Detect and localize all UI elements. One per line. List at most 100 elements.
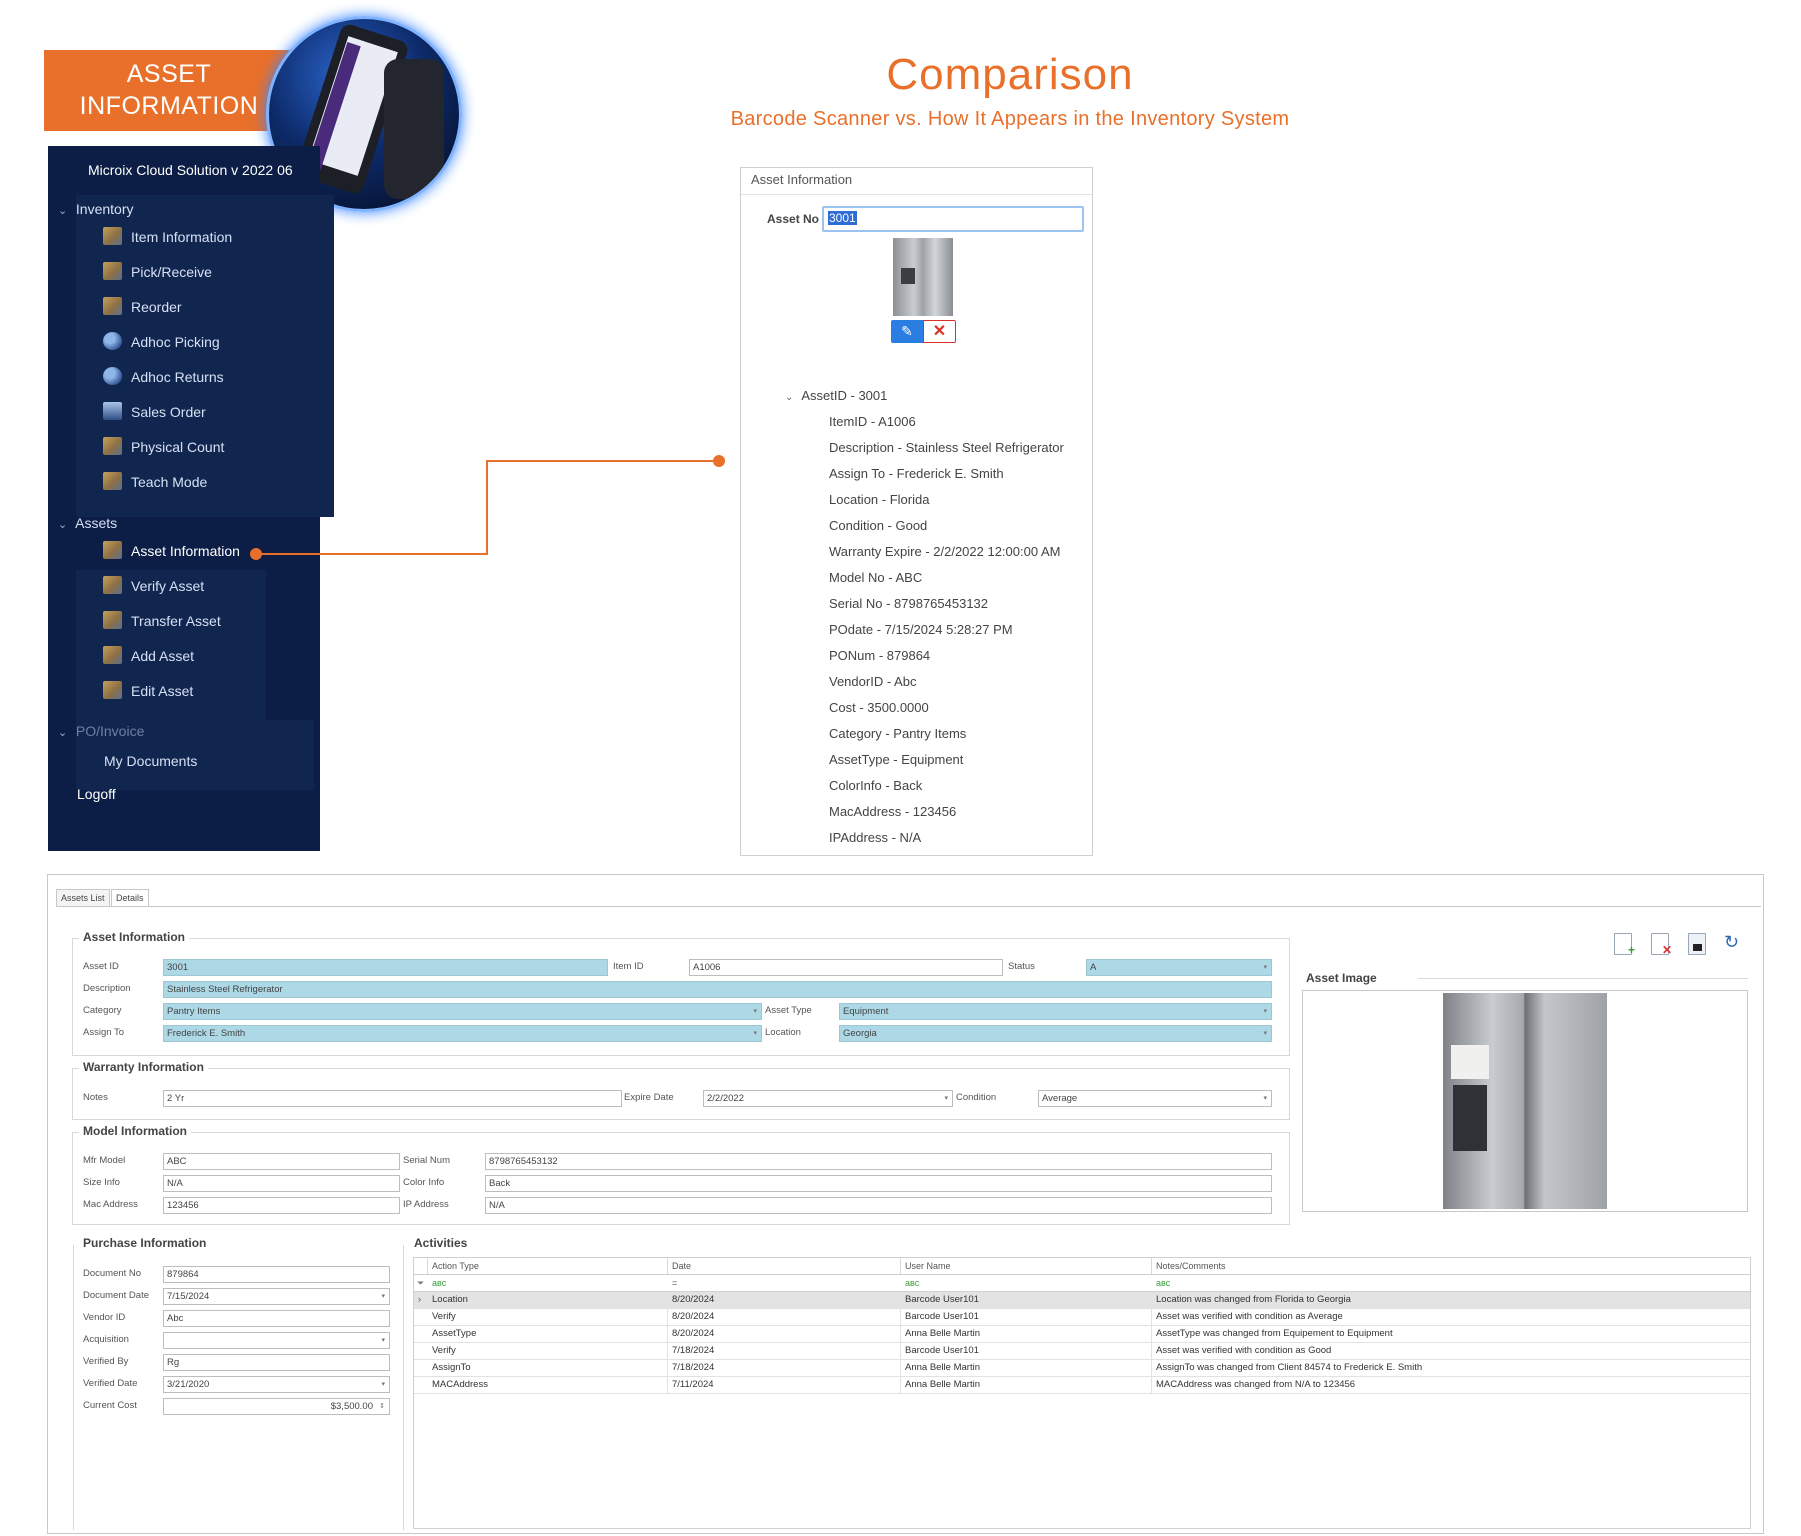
tree-root-asset-id[interactable]: ⌄AssetID - 3001 bbox=[785, 388, 887, 403]
asset-id-field[interactable]: 3001 bbox=[163, 959, 608, 976]
column-header-date[interactable]: Date bbox=[668, 1258, 901, 1275]
menu-item-verify-asset[interactable]: Verify Asset bbox=[103, 573, 204, 599]
menu-label: Add Asset bbox=[131, 648, 195, 664]
asset-information-group bbox=[72, 938, 1290, 1056]
menu-label: Reorder bbox=[131, 299, 182, 315]
menu-item-pick-receive[interactable]: Pick/Receive bbox=[103, 259, 212, 285]
location-value: Georgia bbox=[843, 1028, 877, 1039]
table-cell: Barcode User101 bbox=[901, 1309, 1152, 1326]
menu-label: Verify Asset bbox=[131, 578, 205, 594]
category-label: Category bbox=[83, 1005, 122, 1016]
refrigerator-photo bbox=[1443, 993, 1607, 1209]
warranty-information-title: Warranty Information bbox=[79, 1060, 208, 1074]
table-cell: 7/18/2024 bbox=[668, 1343, 901, 1360]
box-icon bbox=[103, 472, 122, 491]
serial-num-field[interactable]: 8798765453132 bbox=[485, 1153, 1272, 1170]
section-label: PO/Invoice bbox=[75, 723, 145, 739]
menu-item-asset-information[interactable]: Asset Information bbox=[103, 538, 240, 564]
menu-item-edit-asset[interactable]: Edit Asset bbox=[103, 678, 193, 704]
table-row[interactable]: Verify 7/18/2024 Barcode User101 Asset w… bbox=[414, 1343, 1750, 1360]
mfr-model-field[interactable]: ABC bbox=[163, 1153, 400, 1170]
acquisition-select[interactable]: ▾ bbox=[163, 1332, 390, 1349]
vendor-id-field[interactable]: Abc bbox=[163, 1310, 390, 1327]
menu-item-sales-order[interactable]: Sales Order bbox=[103, 399, 206, 425]
menu-item-adhoc-picking[interactable]: Adhoc Picking bbox=[103, 329, 220, 355]
location-select[interactable]: Georgia▾ bbox=[839, 1025, 1272, 1042]
tree-item: MacAddress - 123456 bbox=[829, 804, 957, 819]
category-select[interactable]: Pantry Items▾ bbox=[163, 1003, 762, 1020]
item-id-field[interactable]: A1006 bbox=[689, 959, 1003, 976]
assign-to-select[interactable]: Frederick E. Smith▾ bbox=[163, 1025, 762, 1042]
filter-action-type[interactable]: aʙc bbox=[428, 1275, 668, 1292]
table-row[interactable]: AssignTo 7/18/2024 Anna Belle Martin Ass… bbox=[414, 1360, 1750, 1377]
chevron-down-icon: ▾ bbox=[381, 1293, 385, 1300]
asset-no-input[interactable]: 3001 bbox=[822, 206, 1084, 232]
document-date-value: 7/15/2024 bbox=[167, 1291, 210, 1302]
table-cell: 7/18/2024 bbox=[668, 1360, 901, 1377]
table-cell: Anna Belle Martin bbox=[901, 1360, 1152, 1377]
menu-item-physical-count[interactable]: Physical Count bbox=[103, 434, 224, 460]
asset-type-select[interactable]: Equipment▾ bbox=[839, 1003, 1272, 1020]
box-icon bbox=[103, 576, 122, 595]
menu-item-add-asset[interactable]: Add Asset bbox=[103, 643, 194, 669]
menu-item-my-documents[interactable]: My Documents bbox=[104, 748, 197, 774]
tree-item: Cost - 3500.0000 bbox=[829, 700, 929, 715]
description-field[interactable]: Stainless Steel Refrigerator bbox=[163, 981, 1272, 998]
table-row[interactable]: MACAddress 7/11/2024 Anna Belle Martin M… bbox=[414, 1377, 1750, 1394]
mac-address-field[interactable]: 123456 bbox=[163, 1197, 400, 1214]
ip-address-label: IP Address bbox=[403, 1199, 449, 1210]
menu-item-reorder[interactable]: Reorder bbox=[103, 294, 182, 320]
expire-date-label: Expire Date bbox=[624, 1092, 674, 1103]
chevron-down-icon: ▾ bbox=[753, 1030, 757, 1037]
chevron-down-icon: ▾ bbox=[1263, 1095, 1267, 1102]
column-header-notes[interactable]: Notes/Comments bbox=[1152, 1258, 1750, 1275]
menu-item-adhoc-returns[interactable]: Adhoc Returns bbox=[103, 364, 224, 390]
menu-item-transfer-asset[interactable]: Transfer Asset bbox=[103, 608, 221, 634]
section-assets[interactable]: ⌄ Assets bbox=[58, 515, 117, 531]
menu-label: Transfer Asset bbox=[131, 613, 221, 629]
menu-item-item-information[interactable]: Item Information bbox=[103, 224, 232, 250]
new-document-icon[interactable]: + bbox=[1614, 933, 1635, 957]
table-cell: Location bbox=[428, 1292, 668, 1309]
scanner-menu-panel: Microix Cloud Solution v 2022 06 ⌄ Inven… bbox=[48, 146, 334, 851]
column-header-action-type[interactable]: Action Type bbox=[428, 1258, 668, 1275]
logoff-link[interactable]: Logoff bbox=[77, 786, 116, 802]
filter-notes[interactable]: aʙc bbox=[1152, 1275, 1750, 1292]
tab-assets-list[interactable]: Assets List bbox=[56, 889, 110, 907]
table-row[interactable]: › Location 8/20/2024 Barcode User101 Loc… bbox=[414, 1292, 1750, 1309]
people-icon bbox=[103, 367, 122, 386]
table-row[interactable]: Verify 8/20/2024 Barcode User101 Asset w… bbox=[414, 1309, 1750, 1326]
menu-label: Pick/Receive bbox=[131, 264, 212, 280]
column-header-user-name[interactable]: User Name bbox=[901, 1258, 1152, 1275]
table-row[interactable]: AssetType 8/20/2024 Anna Belle Martin As… bbox=[414, 1326, 1750, 1343]
document-no-field[interactable]: 879864 bbox=[163, 1266, 390, 1283]
verified-by-field[interactable]: Rg bbox=[163, 1354, 390, 1371]
delete-image-button[interactable]: ✕ bbox=[923, 320, 956, 343]
section-po-invoice[interactable]: ⌄ PO/Invoice bbox=[58, 723, 144, 739]
verified-date-picker[interactable]: 3/21/2020▾ bbox=[163, 1376, 390, 1393]
spin-arrows-icon: ⇕ bbox=[379, 1403, 385, 1410]
expire-date-picker[interactable]: 2/2/2022▾ bbox=[703, 1090, 953, 1107]
size-info-field[interactable]: N/A bbox=[163, 1175, 400, 1192]
table-cell: AssignTo bbox=[428, 1360, 668, 1377]
table-cell: AssignTo was changed from Client 84574 t… bbox=[1156, 1362, 1423, 1373]
status-select[interactable]: A▾ bbox=[1086, 959, 1272, 976]
ip-address-field[interactable]: N/A bbox=[485, 1197, 1272, 1214]
tab-details[interactable]: Details bbox=[111, 889, 149, 907]
table-cell: 8/20/2024 bbox=[668, 1326, 901, 1343]
condition-select[interactable]: Average▾ bbox=[1038, 1090, 1272, 1107]
current-cost-spinner[interactable]: $3,500.00⇕ bbox=[163, 1398, 390, 1415]
filter-user-name[interactable]: aʙc bbox=[901, 1275, 1152, 1292]
color-info-field[interactable]: Back bbox=[485, 1175, 1272, 1192]
section-inventory[interactable]: ⌄ Inventory bbox=[58, 201, 133, 217]
menu-item-teach-mode[interactable]: Teach Mode bbox=[103, 469, 207, 495]
delete-document-icon[interactable]: ✕ bbox=[1651, 933, 1672, 957]
refresh-icon[interactable]: ↻ bbox=[1724, 933, 1742, 955]
notes-field[interactable]: 2 Yr bbox=[163, 1090, 622, 1107]
tree-item: PONum - 879864 bbox=[829, 648, 931, 663]
document-date-picker[interactable]: 7/15/2024 ▾ bbox=[163, 1288, 390, 1305]
filter-date[interactable]: = bbox=[668, 1275, 901, 1292]
save-icon[interactable] bbox=[1688, 933, 1706, 955]
menu-label: Adhoc Picking bbox=[131, 334, 220, 350]
edit-image-button[interactable]: ✎ bbox=[891, 320, 923, 343]
